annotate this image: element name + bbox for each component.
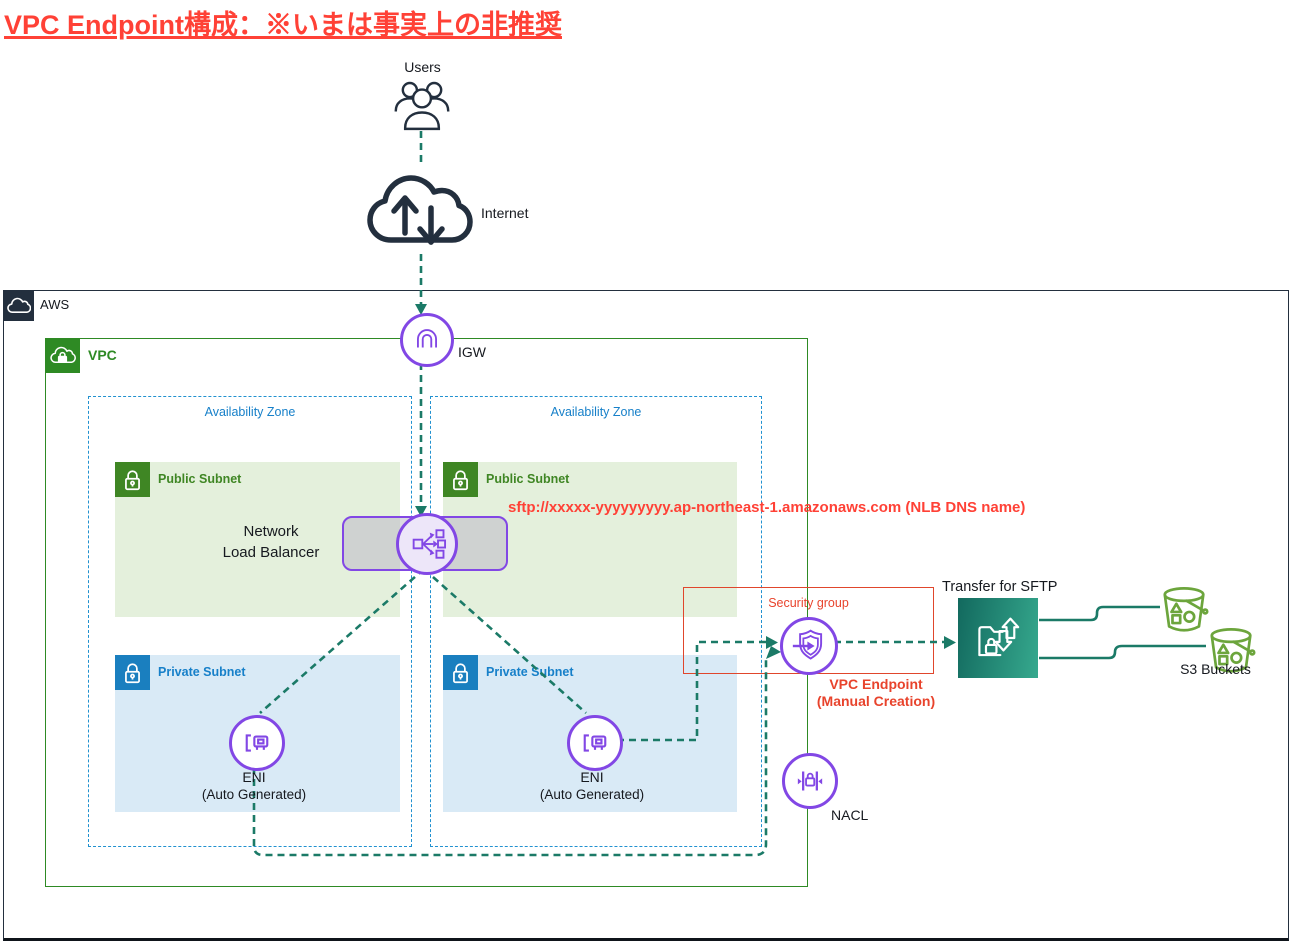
nacl-icon xyxy=(782,753,838,809)
eni-1-title: ENI xyxy=(242,769,266,785)
nlb-label-line1: Network xyxy=(243,523,299,540)
nacl-label: NACL xyxy=(831,807,869,823)
users-icon xyxy=(393,78,451,137)
vpc-endpoint-label-line2: (Manual Creation) xyxy=(816,693,936,709)
internet-label: Internet xyxy=(481,205,529,221)
subnet-lock-icon xyxy=(115,462,150,497)
nlb-dns-annotation: sftp://xxxxx-yyyyyyyyy.ap-northeast-1.am… xyxy=(508,499,1026,516)
internet-gateway-icon xyxy=(400,313,454,367)
eni-1-subtitle: (Auto Generated) xyxy=(201,787,307,802)
subnet-lock-icon xyxy=(443,655,478,690)
subnet-lock-icon xyxy=(115,655,150,690)
transfer-label: Transfer for SFTP xyxy=(942,579,1058,595)
users-label: Users xyxy=(404,59,441,75)
internet-icon xyxy=(367,170,473,259)
private-subnet-2-label: Private Subnet xyxy=(486,665,574,679)
vpc-endpoint-label-line1: VPC Endpoint xyxy=(829,676,923,692)
subnet-lock-icon xyxy=(443,462,478,497)
transfer-for-sftp-icon xyxy=(958,598,1038,678)
s3-bucket-icon-1 xyxy=(1159,585,1211,637)
eni-2-title: ENI xyxy=(580,769,604,785)
public-subnet-2-label: Public Subnet xyxy=(486,472,570,486)
private-subnet-1-label: Private Subnet xyxy=(158,665,246,679)
page-title: VPC Endpoint構成：※いまは事実上の非推奨 xyxy=(4,10,562,40)
aws-cloud-icon xyxy=(3,290,34,321)
aws-label: AWS xyxy=(40,297,70,312)
s3-bucket-icon-2 xyxy=(1206,626,1258,678)
availability-zone-2-label: Availability Zone xyxy=(550,405,642,419)
network-load-balancer-icon xyxy=(396,513,458,575)
vpc-label: VPC xyxy=(88,347,117,363)
security-group-label: Security group xyxy=(768,596,849,610)
eni-1-label: ENI (Auto Generated) xyxy=(169,769,339,803)
igw-label: IGW xyxy=(458,344,486,360)
vpc-endpoint-label: VPC Endpoint (Manual Creation) xyxy=(795,676,957,710)
eni-icon-1 xyxy=(229,715,285,771)
eni-2-label: ENI (Auto Generated) xyxy=(507,769,677,803)
aws-cloud-boundary xyxy=(3,290,1289,941)
nlb-label: Network Load Balancer xyxy=(206,521,336,563)
eni-icon-2 xyxy=(567,715,623,771)
vpc-endpoint-icon xyxy=(780,617,838,675)
vpc-icon xyxy=(45,338,80,373)
eni-2-subtitle: (Auto Generated) xyxy=(539,787,645,802)
availability-zone-1-label: Availability Zone xyxy=(204,405,296,419)
public-subnet-1-label: Public Subnet xyxy=(158,472,242,486)
s3-buckets-label: S3 Buckets xyxy=(1180,661,1251,677)
nlb-label-line2: Load Balancer xyxy=(222,544,320,561)
